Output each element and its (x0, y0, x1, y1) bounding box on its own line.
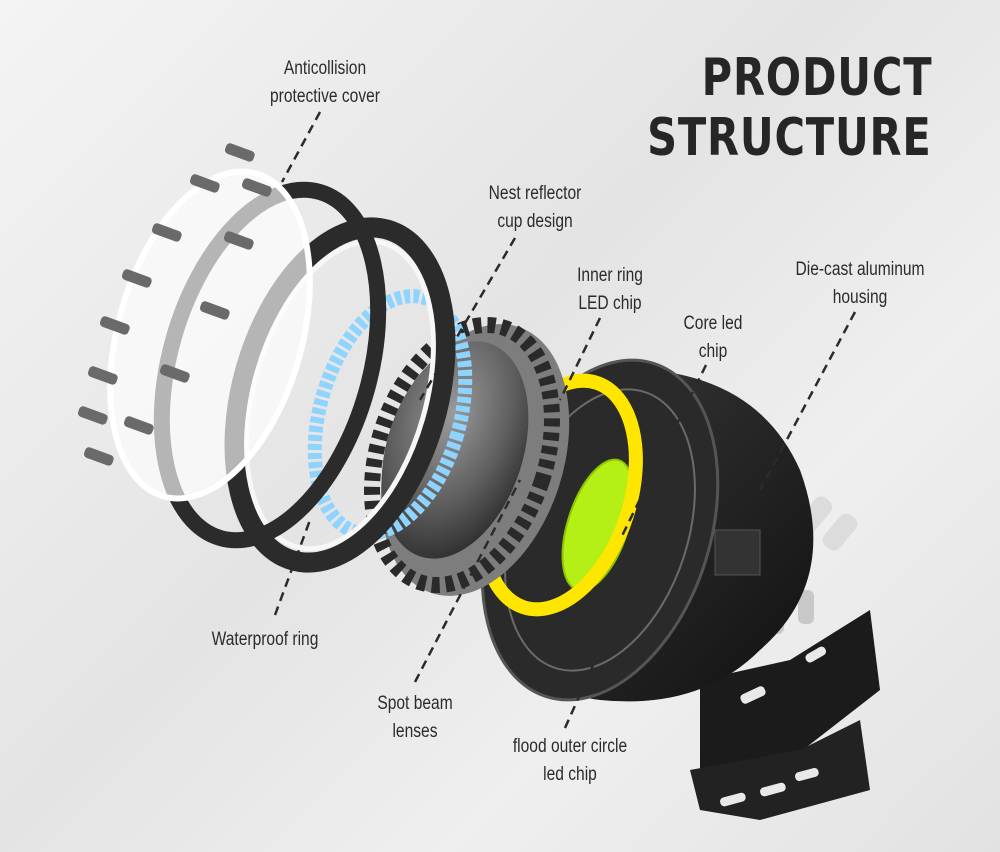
title-line-2: STRUCTURE (647, 108, 932, 168)
label-die-cast-housing: Die-cast aluminum housing (795, 259, 925, 308)
screws (77, 143, 272, 466)
label-flood-outer-led: flood outer circle led chip (512, 736, 628, 785)
label-waterproof-ring: Waterproof ring (211, 629, 319, 650)
mounting-bracket (690, 610, 880, 820)
anticollision-cover (107, 168, 313, 502)
label-nest-reflector: Nest reflector cup design (488, 183, 582, 232)
label-core-led-chip: Core led chip (683, 313, 743, 362)
label-inner-ring-led: Inner ring LED chip (577, 265, 643, 314)
label-spot-beam-lenses: Spot beam lenses (377, 693, 453, 742)
title-line-1: PRODUCT (701, 48, 932, 108)
label-anticollision-cover: Anticollision protective cover (270, 58, 380, 107)
spot-beam-lens (381, 341, 529, 559)
leader-lines (273, 111, 857, 729)
